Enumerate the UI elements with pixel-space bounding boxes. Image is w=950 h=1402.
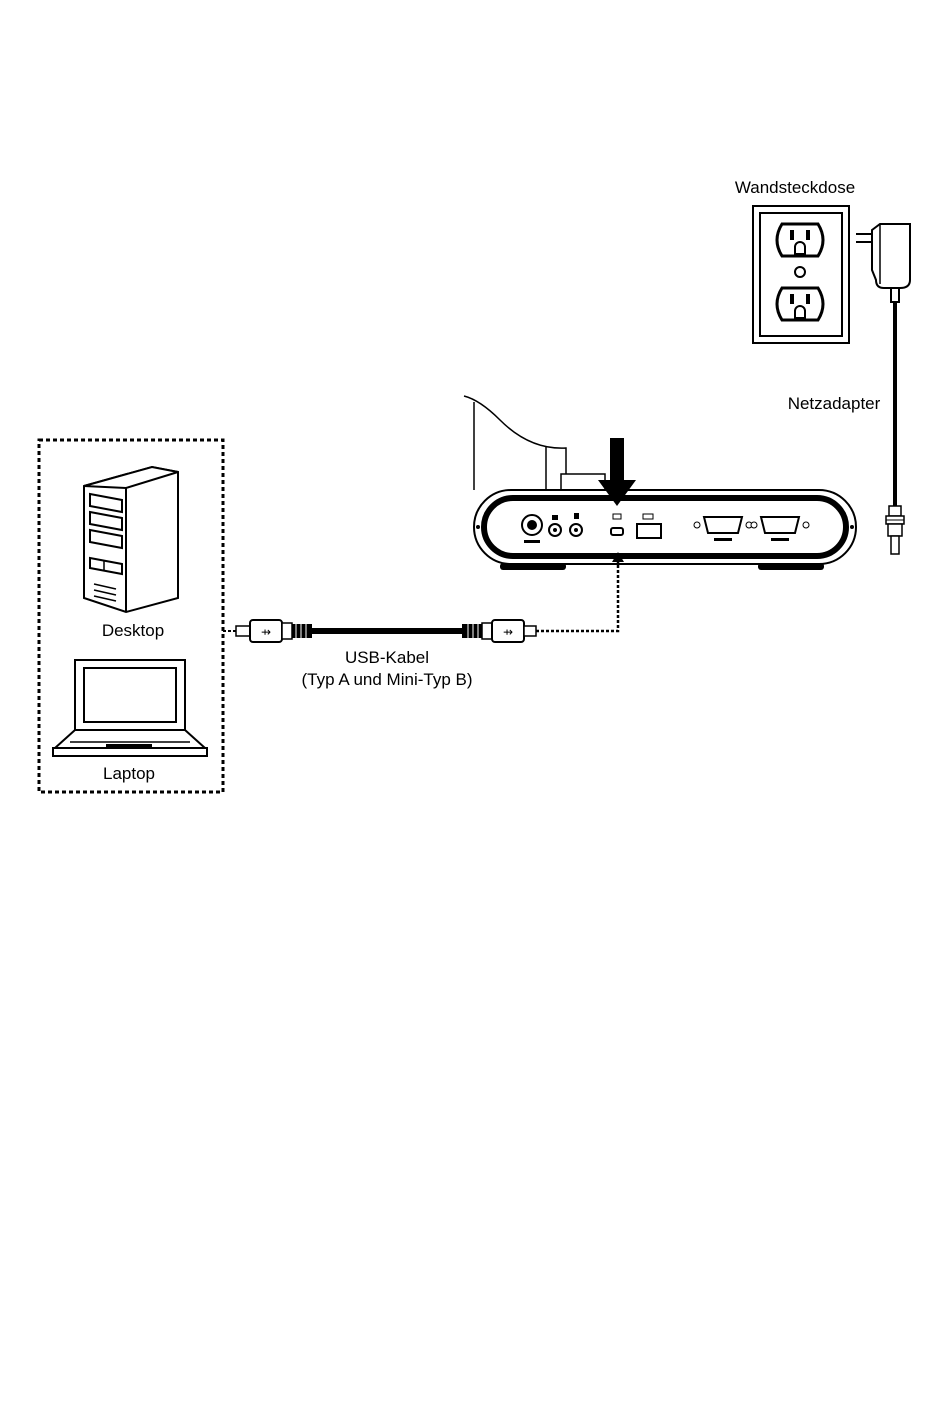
- svg-text:⇸: ⇸: [261, 625, 271, 639]
- svg-text:⇸: ⇸: [503, 625, 513, 639]
- usb-cable-type-label: (Typ A und Mini-Typ B): [301, 670, 472, 690]
- laptop-label: Laptop: [103, 764, 155, 784]
- usb-cable-label: USB-Kabel: [345, 648, 429, 668]
- power-adapter-label: Netzadapter: [788, 394, 881, 414]
- power-adapter-illustration: [856, 224, 910, 554]
- wall-outlet-illustration: [753, 206, 849, 343]
- wall-outlet-label: Wandsteckdose: [735, 178, 855, 198]
- desktop-icon: [84, 467, 178, 612]
- laptop-icon: [53, 660, 207, 756]
- document-camera-illustration: [464, 396, 856, 570]
- desktop-label: Desktop: [102, 621, 164, 641]
